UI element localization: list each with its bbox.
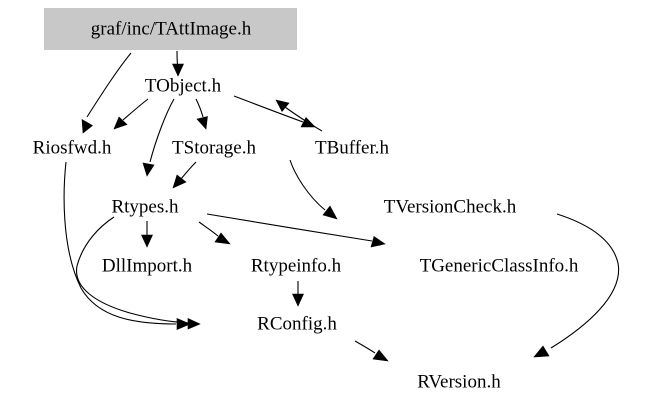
node-tstorage[interactable]: TStorage.h	[172, 137, 256, 158]
node-tstorage-label: TStorage.h	[172, 137, 256, 158]
edge-rtypeinfo-to-rconfig	[292, 280, 304, 307]
node-rversion-label: RVersion.h	[417, 371, 501, 392]
node-riosfwd[interactable]: Riosfwd.h	[33, 137, 112, 158]
node-tversioncheck[interactable]: TVersionCheck.h	[384, 196, 517, 217]
node-tobject-label: TObject.h	[145, 75, 222, 96]
node-tattimage-label: graf/inc/TAttImage.h	[91, 18, 252, 39]
node-tbuffer[interactable]: TBuffer.h	[315, 137, 390, 158]
arrowhead-icon	[533, 345, 550, 358]
arrowhead-icon	[113, 116, 128, 130]
node-rconfig[interactable]: RConfig.h	[257, 313, 337, 334]
node-rtypeinfo-label: Rtypeinfo.h	[251, 255, 342, 276]
arrowhead-icon	[370, 236, 386, 248]
edge-rtypes-to-tgenericclassinfo	[206, 213, 386, 248]
edge-tobject-to-riosfwd	[113, 98, 149, 130]
arrowhead-icon	[322, 205, 338, 220]
arrowhead-icon	[187, 318, 201, 330]
edge-rtypes-to-dllimport	[141, 220, 153, 248]
edge-rtypes-to-rtypeinfo	[198, 221, 231, 245]
node-rtypeinfo[interactable]: Rtypeinfo.h	[251, 255, 342, 276]
edge-rtypes-to-rconfig	[76, 216, 201, 330]
arrowhead-icon	[196, 116, 208, 130]
node-tobject[interactable]: TObject.h	[145, 75, 222, 96]
edge-tobject-to-tbuffer	[233, 95, 316, 128]
edge-tobject-to-rtypes	[142, 98, 175, 177]
edge-tattimage-to-tobject	[172, 50, 184, 77]
node-rtypes[interactable]: Rtypes.h	[111, 196, 179, 217]
edge-tbuffer-to-tobject	[275, 99, 323, 132]
edge-tstorage-to-rtypes	[172, 161, 197, 189]
arrowhead-icon	[214, 232, 231, 245]
node-tattimage[interactable]: graf/inc/TAttImage.h	[44, 8, 297, 50]
node-dllimport[interactable]: DllImport.h	[102, 255, 193, 276]
edge-rconfig-to-rversion	[354, 340, 389, 362]
node-tbuffer-label: TBuffer.h	[315, 137, 390, 158]
arrowhead-icon	[141, 234, 153, 248]
edge-tbuffer-to-tversioncheck	[289, 159, 338, 220]
node-rtypes-label: Rtypes.h	[111, 196, 179, 217]
edge-tobject-to-tstorage	[195, 98, 208, 130]
node-riosfwd-label: Riosfwd.h	[33, 137, 112, 158]
node-tgenericclassinfo[interactable]: TGenericClassInfo.h	[420, 255, 579, 276]
node-tattimage-background	[44, 8, 297, 50]
arrowhead-icon	[172, 174, 187, 189]
arrowhead-icon	[142, 162, 155, 177]
edge-riosfwd-to-rconfig	[63, 161, 191, 330]
node-tversioncheck-label: TVersionCheck.h	[384, 196, 517, 217]
node-dllimport-label: DllImport.h	[102, 255, 193, 276]
node-tgenericclassinfo-label: TGenericClassInfo.h	[420, 255, 579, 276]
arrowhead-icon	[275, 99, 290, 113]
edge-layer	[63, 50, 620, 362]
arrowhead-icon	[372, 349, 389, 362]
arrowhead-icon	[81, 118, 94, 134]
node-rversion[interactable]: RVersion.h	[417, 371, 501, 392]
node-rconfig-label: RConfig.h	[257, 313, 337, 334]
arrowhead-icon	[172, 63, 184, 77]
arrowhead-icon	[176, 318, 191, 330]
arrowhead-icon	[292, 293, 304, 307]
edge-tattimage-to-riosfwd	[81, 52, 132, 134]
edge-tversioncheck-to-rversion	[533, 213, 620, 358]
